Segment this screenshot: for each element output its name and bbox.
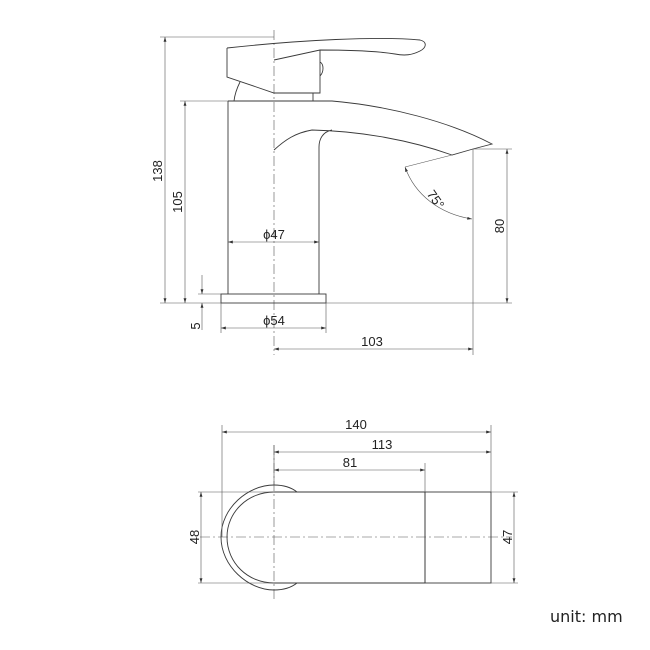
- handle-lever: [226, 37, 426, 94]
- spout: [228, 100, 494, 156]
- body: [227, 101, 320, 294]
- dim-138-label: 138: [150, 160, 165, 182]
- base-plate: [220, 293, 327, 304]
- dim-5-label: 5: [188, 322, 203, 329]
- dim-angle-label: 75°: [424, 187, 448, 212]
- cartridge-neck: [233, 81, 314, 102]
- dim-80-label: 80: [492, 219, 507, 233]
- dim-140-label: 140: [345, 417, 367, 432]
- dim-phi47-label: ϕ47: [263, 227, 285, 242]
- body-plan: [274, 491, 426, 584]
- dim-105-label: 105: [170, 191, 185, 213]
- dim-phi54-label: ϕ54: [263, 313, 285, 328]
- top-view: 140 113 81 48 47: [187, 417, 518, 600]
- spout-plan: [424, 491, 492, 584]
- dim-47-label: 47: [500, 530, 515, 544]
- unit-label: unit: mm: [550, 607, 623, 626]
- dim-113-label: 113: [372, 437, 393, 452]
- dim-81-label: 81: [343, 455, 357, 470]
- dim-103-label: 103: [361, 334, 383, 349]
- handle-outer-arc: [220, 484, 298, 591]
- side-view: 138 105 80 5 ϕ47 ϕ54 103 75°: [150, 30, 512, 355]
- dim-angle-arc: [404, 166, 473, 220]
- handle-inner-arc: [226, 491, 275, 584]
- dim-48-label: 48: [187, 530, 202, 544]
